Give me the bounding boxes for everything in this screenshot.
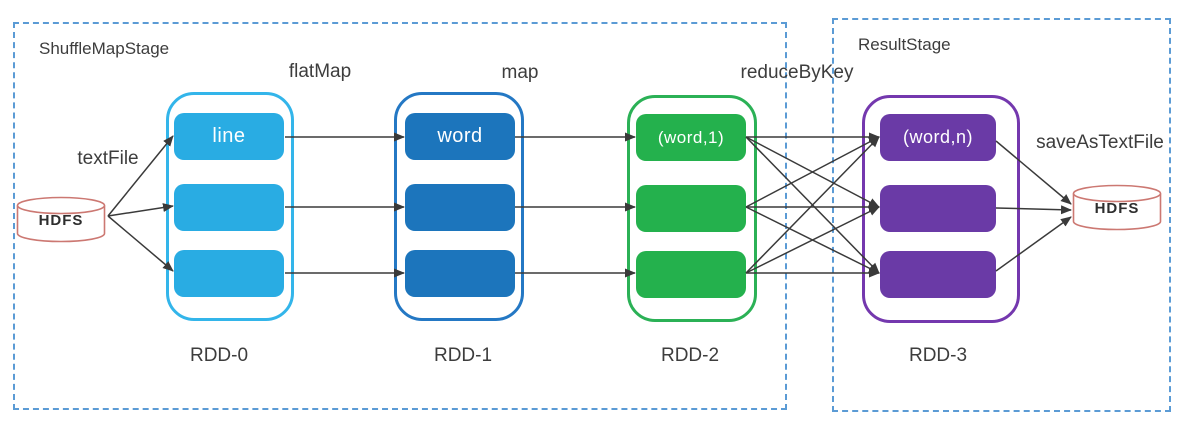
rdd-0-partition-1-label: line (212, 125, 246, 147)
stage-result-label: ResultStage (858, 35, 951, 54)
rdd-0-partition-1: line (174, 113, 284, 160)
rdd-2-caption: RDD-2 (660, 345, 720, 366)
database-cylinder-icon (16, 196, 106, 243)
rdd-2-partition-1: (word,1) (636, 114, 746, 161)
rdd-3-partition-1: (word,n) (880, 114, 996, 161)
database-cylinder-icon (1072, 184, 1162, 231)
operation-flatmap-label: flatMap (288, 61, 352, 82)
rdd-1-partition-1-label: word (437, 125, 483, 147)
hdfs-output-datastore: HDFS (1072, 184, 1162, 232)
rdd-1-partition-3 (405, 250, 515, 297)
rdd-0-partition-2 (174, 184, 284, 231)
rdd-2-container: (word,1) (627, 95, 757, 322)
rdd-3-partition-1-label: (word,n) (902, 127, 973, 147)
operation-map-label: map (501, 62, 539, 83)
rdd-3-container: (word,n) (862, 95, 1020, 323)
hdfs-input-label: HDFS (38, 212, 84, 229)
rdd-1-partition-1: word (405, 113, 515, 160)
rdd-0-partition-3 (174, 250, 284, 297)
rdd-3-partition-2 (880, 185, 996, 232)
rdd-0-caption: RDD-0 (189, 345, 249, 366)
operation-reducebykey-label: reduceByKey (740, 62, 854, 83)
hdfs-input-datastore: HDFS (16, 196, 106, 244)
hdfs-output-label: HDFS (1094, 200, 1140, 217)
rdd-2-partition-3 (636, 251, 746, 298)
rdd-3-partition-3 (880, 251, 996, 298)
rdd-1-container: word (394, 92, 524, 321)
rdd-1-partition-2 (405, 184, 515, 231)
rdd-2-partition-2 (636, 185, 746, 232)
rdd-0-container: line (166, 92, 294, 321)
rdd-3-caption: RDD-3 (908, 345, 968, 366)
operation-saveastextfile-label: saveAsTextFile (1036, 132, 1164, 153)
rdd-2-partition-1-label: (word,1) (657, 127, 725, 147)
operation-textfile-label: textFile (77, 148, 139, 169)
stage-shufflemap-label: ShuffleMapStage (39, 39, 170, 58)
rdd-1-caption: RDD-1 (433, 345, 493, 366)
